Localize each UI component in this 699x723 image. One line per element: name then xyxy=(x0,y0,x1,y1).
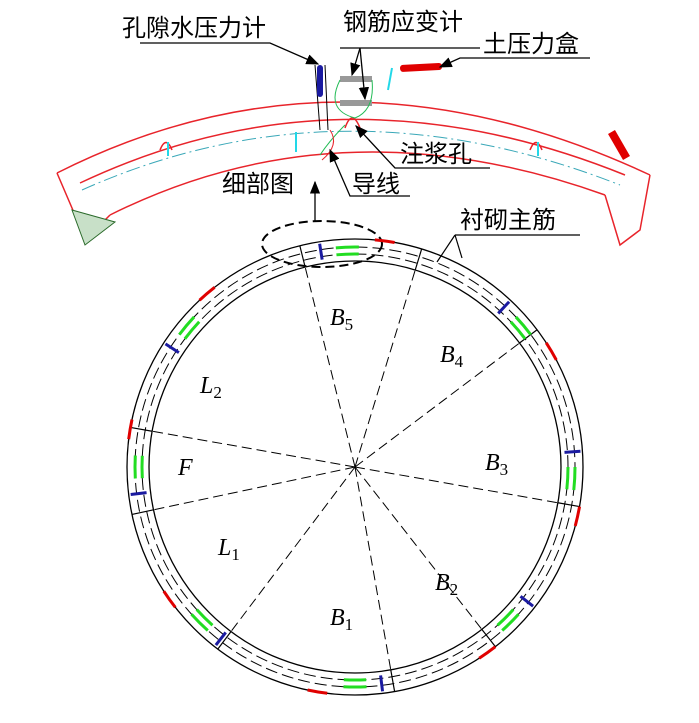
segment-mid-edge xyxy=(79,118,626,184)
pore-pressure-gauge xyxy=(564,449,581,454)
main-rebar-label: 衬砌主筋 xyxy=(460,206,556,234)
segment-joint-spoke xyxy=(354,269,416,468)
earth-pressure-cell xyxy=(198,286,216,302)
strain-gauge-outer xyxy=(340,76,372,82)
earth-pressure-cell xyxy=(374,238,395,244)
segment-joint xyxy=(557,502,580,508)
grouting-hole-label: 注浆孔 xyxy=(400,140,472,168)
detail-view: 孔隙水压力计 钢筋应变计 土压力盒 注浆孔 导线 细部图 xyxy=(56,8,651,247)
strain-gauge-leader-2 xyxy=(358,47,370,101)
main-rebar-leader xyxy=(436,234,456,263)
pore-pressure-gauge xyxy=(519,595,535,608)
pore-pressure-gauge-marker xyxy=(317,65,323,97)
right-bump xyxy=(529,141,543,151)
segment-joint-spoke xyxy=(354,466,483,630)
segment-inner-edge xyxy=(109,151,606,216)
lead-wire-label: 导线 xyxy=(352,170,400,198)
segment-joint xyxy=(390,669,396,692)
segment-joint-spoke xyxy=(304,266,356,468)
left-bump xyxy=(159,141,173,151)
earth-pressure-cell-marker xyxy=(400,63,443,72)
lead-wire-leader xyxy=(329,148,410,197)
main-rebar-leader xyxy=(454,234,463,259)
segment-right-end xyxy=(604,174,651,247)
segment-label: F xyxy=(177,455,193,481)
detail-view-label: 细部图 xyxy=(222,170,294,198)
strain-gauge-leader-1 xyxy=(350,47,361,77)
pore-pressure-leader xyxy=(140,42,320,65)
strain-gauge-inner xyxy=(340,100,372,106)
rebar-strain-gauge xyxy=(336,252,359,257)
segment-joint xyxy=(131,509,154,515)
segment-joint xyxy=(481,628,496,648)
rebar-strain-gauge xyxy=(572,466,577,491)
earth-pressure-cell xyxy=(573,506,582,527)
segment-label: L2 xyxy=(199,373,222,402)
segment-label: B5 xyxy=(330,305,353,334)
segment-joint xyxy=(130,426,153,432)
pore-pressure-gauge xyxy=(214,631,227,647)
pore-pressure-gauge-label: 孔隙水压力计 xyxy=(122,14,266,42)
segment-joint-spoke xyxy=(354,342,520,468)
segment-joint xyxy=(299,245,306,268)
joint-line xyxy=(314,64,321,131)
rebar-strain-gauge xyxy=(514,315,532,336)
segment-joint-spoke xyxy=(152,430,356,468)
ring-outer xyxy=(126,238,584,696)
pore-pressure-gauge xyxy=(318,243,324,260)
earth-pressure-cell xyxy=(307,688,328,695)
rebar-strain-gauge xyxy=(501,613,520,632)
segment-label: B3 xyxy=(485,450,508,479)
earth-pressure-cell-label: 土压力盒 xyxy=(483,30,579,58)
rebar-strain-gauge xyxy=(335,245,359,250)
pore-pressure-gauge xyxy=(379,675,385,692)
segment-joint-spoke xyxy=(153,466,356,511)
earth-pressure-cell xyxy=(478,645,497,660)
earth-pressure-cell xyxy=(162,590,177,609)
pore-pressure-gauge xyxy=(497,300,511,315)
segment-joint-spoke xyxy=(354,466,392,670)
rebar-strain-gauge xyxy=(565,466,570,490)
detail-highlight-ellipse xyxy=(261,220,383,268)
rebar-strain-gauge-label: 钢筋应变计 xyxy=(343,8,463,36)
ring-inner xyxy=(148,260,562,674)
rebar-strain-gauge xyxy=(496,608,515,627)
rebar-strain-gauge xyxy=(178,315,196,336)
segment-label: B4 xyxy=(440,342,464,371)
segment-joint xyxy=(217,631,232,650)
rebar-strain-gauge xyxy=(190,613,209,632)
rebar-strain-gauge xyxy=(509,320,527,340)
lead-wire-red xyxy=(321,129,335,161)
joint-line xyxy=(324,64,329,131)
earth-pressure-leader xyxy=(438,57,590,68)
earth-pressure-cell xyxy=(544,342,558,361)
pore-pressure-gauge xyxy=(164,342,180,354)
grouting-hole-leader xyxy=(355,125,490,169)
segment-inner-dashed xyxy=(81,130,621,191)
segment-joint xyxy=(519,329,538,344)
right-joint-marker xyxy=(608,130,630,160)
rebar-strain-gauge xyxy=(195,608,214,627)
segment-joint-spoke xyxy=(354,466,558,504)
pore-pressure-gauge xyxy=(130,491,147,497)
segment-joint xyxy=(414,248,423,271)
segment-joint-spoke xyxy=(230,466,356,632)
bolt-marker xyxy=(387,67,393,91)
segment-label: B2 xyxy=(435,570,458,599)
segment-label: B1 xyxy=(330,605,353,634)
left-joint-hatch xyxy=(71,209,117,246)
lead-wire xyxy=(319,79,373,156)
rebar-strain-gauge xyxy=(183,320,201,340)
earth-pressure-cell xyxy=(127,419,134,440)
segment-label: L1 xyxy=(217,535,240,564)
